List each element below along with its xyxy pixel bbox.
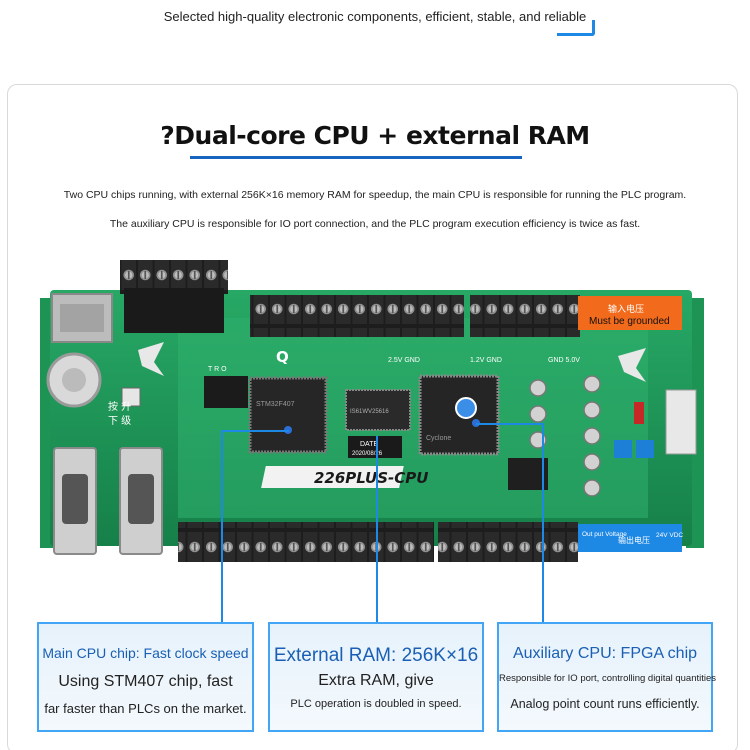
feature-line-main-cpu-1: Using STM407 chip, fast — [58, 673, 233, 690]
usb-port-inner — [60, 304, 104, 332]
potentiometer-1[interactable] — [614, 440, 632, 458]
ribbon-connector — [665, 389, 697, 455]
leader-fpga — [542, 424, 544, 622]
rail-label-right: GND 5.0V — [548, 357, 580, 364]
leader-fpga-elbow — [476, 423, 544, 425]
top-terminal-left — [250, 295, 464, 337]
fpga-sticker — [455, 397, 477, 419]
top-terminal-right — [470, 295, 580, 337]
tagline-accent-mark — [557, 20, 595, 36]
serial-port-1-inner — [62, 474, 88, 524]
feature-line-main-cpu-2: far faster than PLCs on the market. — [44, 701, 247, 716]
description-line-2: The auxiliary CPU is responsible for IO … — [109, 218, 641, 230]
section-heading: ?Dual-core CPU + external RAM — [160, 121, 590, 150]
upgrade-button[interactable] — [121, 387, 141, 407]
serial-port-2-inner — [128, 474, 154, 524]
pin-header — [204, 376, 248, 408]
feature-line-fpga-2: Analog point count runs efficiently. — [510, 697, 700, 711]
board-logo-right — [618, 348, 646, 382]
output-voltage-label-en: Out put Voltage — [582, 531, 627, 538]
fpga-chip-text: Cyclone — [426, 435, 451, 442]
rail-label-mid: 1.2V GND — [470, 357, 502, 364]
ram-chip-text: IS61WV25616 — [350, 409, 389, 415]
ground-warning: Must be grounded — [589, 316, 670, 327]
top-plug-housing — [124, 288, 224, 333]
inductor — [508, 458, 548, 490]
heading-underline — [190, 156, 522, 159]
ram-chip — [345, 389, 411, 431]
pcb-board-image: 输入电压 Must be grounded 按 升 下 级 Q T R O 2.… — [40, 260, 704, 562]
board-logo-letter: Q — [276, 348, 289, 366]
leader-ram — [376, 436, 378, 622]
feature-box-ram: External RAM: 256K×16 Extra RAM, give PL… — [268, 622, 484, 732]
date-value: 2020/08/26 — [352, 451, 383, 457]
coin-battery-center — [62, 368, 86, 392]
output-voltage-label-cn: 输出电压 — [618, 535, 650, 545]
model-label-plate — [261, 466, 404, 488]
feature-line-ram-2: PLC operation is doubled in speed. — [290, 698, 462, 710]
bottom-terminal-right — [438, 522, 578, 562]
rail-label-left: 2.5V GND — [388, 357, 420, 364]
description-line-1: Two CPU chips running, with external 256… — [63, 189, 687, 201]
red-switch[interactable] — [634, 402, 644, 424]
feature-box-main-cpu: Main CPU chip: Fast clock speed Using ST… — [37, 622, 254, 732]
feature-line-ram-1: Extra RAM, give — [318, 672, 434, 689]
feature-line-fpga-1: Responsible for IO port, controlling dig… — [499, 673, 717, 684]
bottom-terminal-left — [178, 522, 434, 562]
tagline: Selected high-quality electronic compone… — [163, 9, 587, 24]
model-label: 226PLUS-CPU — [314, 469, 428, 487]
leader-main-cpu — [221, 431, 223, 622]
feature-title-fpga: Auxiliary CPU: FPGA chip — [512, 645, 698, 662]
board-logo-left — [138, 342, 164, 376]
tro-label: T R O — [208, 366, 227, 373]
leader-main-cpu-elbow — [221, 430, 289, 432]
feature-title-main-cpu: Main CPU chip: Fast clock speed — [42, 645, 249, 661]
output-voltage-block — [578, 524, 682, 552]
upgrade-label-2: 下 级 — [108, 415, 131, 427]
input-voltage-block — [578, 296, 682, 330]
main-cpu-chip — [248, 376, 328, 454]
date-badge — [348, 436, 402, 458]
capacitor-array — [529, 375, 601, 497]
output-voltage-value: 24V VDC — [656, 532, 683, 539]
upgrade-label: 按 升 — [108, 400, 131, 413]
input-voltage-label: 输入电压 — [608, 303, 644, 315]
potentiometer-2[interactable] — [636, 440, 654, 458]
date-label: DATE — [360, 441, 378, 448]
feature-box-fpga: Auxiliary CPU: FPGA chip Responsible for… — [497, 622, 717, 732]
feature-title-ram: External RAM: 256K×16 — [273, 645, 479, 666]
main-cpu-chip-text: STM32F407 — [256, 401, 295, 408]
